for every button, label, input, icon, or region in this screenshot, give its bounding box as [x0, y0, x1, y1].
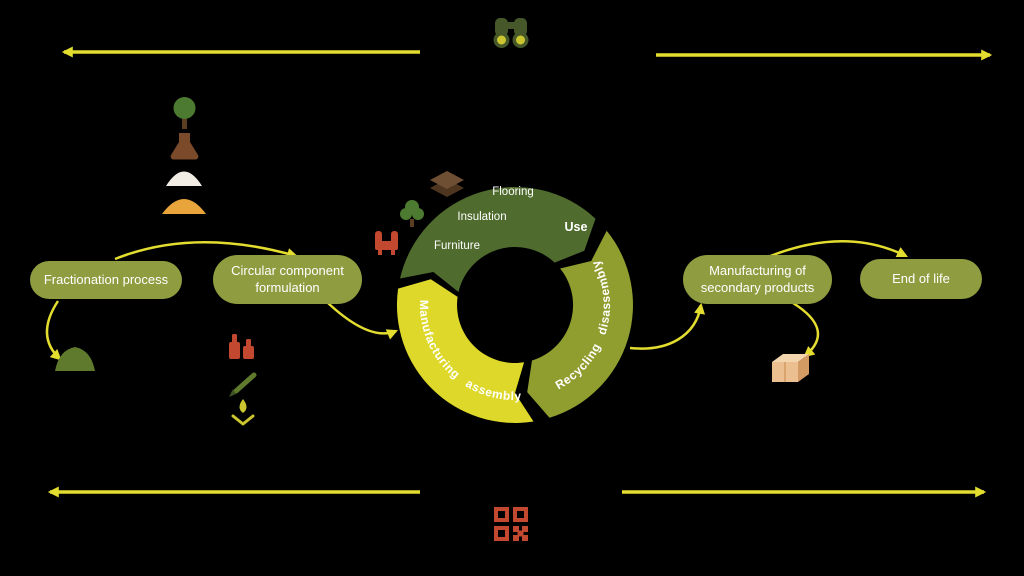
segment-manufacturing-assembly [396, 279, 534, 423]
flask-icon [170, 133, 199, 160]
fractionation-process-pill: Fractionation process [30, 261, 182, 299]
bottles-icon [229, 334, 254, 359]
manufacturing-secondary-products-pill: Manufacturing of secondary products [683, 255, 832, 304]
pen-icon [229, 372, 257, 397]
segment-recycling-disassembly [527, 230, 633, 418]
binoculars-icon [493, 18, 529, 48]
tree-icon [173, 97, 196, 129]
end-of-life-pill: End of life [860, 259, 982, 299]
segment-use [400, 186, 596, 292]
insulation-tree-icon [400, 200, 424, 227]
furniture-chair-icon [375, 231, 398, 255]
use-label: Use [565, 220, 588, 234]
circular-component-formulation-pill: Circular component formulation [213, 255, 362, 304]
connector-secondary-to-box [792, 301, 820, 358]
box-icon [772, 354, 809, 382]
flooring-icon [430, 171, 464, 197]
qr-pattern-icon [494, 507, 528, 541]
orange-powder-icon [162, 199, 206, 214]
connector-cycle-to-secondary [629, 302, 706, 350]
use-item-insulation: Insulation [457, 211, 506, 223]
use-item-furniture: Furniture [434, 240, 480, 252]
connector-fractionation-to-circular [114, 241, 299, 261]
connector-circular-to-cycle [327, 302, 399, 340]
connector-fractionation-to-mound [45, 300, 62, 361]
white-powder-icon [166, 171, 202, 186]
connector-secondary-to-end [767, 240, 908, 259]
biomass-mound-icon [55, 347, 95, 371]
use-item-flooring: Flooring [492, 186, 534, 198]
sprout-icon [231, 399, 255, 426]
